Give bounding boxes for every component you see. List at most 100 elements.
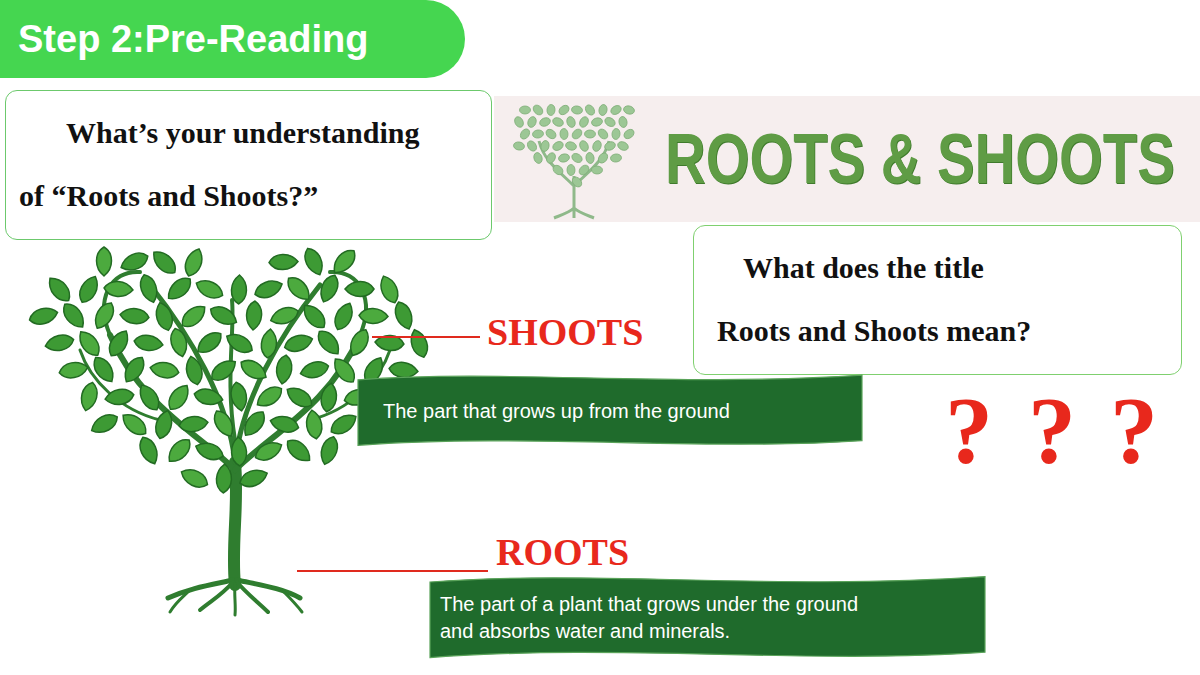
- logo-leaf: [545, 151, 557, 164]
- leaf: [97, 247, 112, 276]
- leaf: [346, 326, 373, 359]
- leaf: [164, 381, 193, 413]
- leaf: [377, 273, 402, 306]
- definition-text: The part of a plant that grows under the…: [440, 591, 875, 645]
- logo-leaf: [567, 164, 575, 175]
- leaf: [253, 382, 285, 411]
- leaf: [229, 381, 249, 412]
- title-band: ROOTS & SHOOTS: [494, 96, 1200, 222]
- leaf: [104, 280, 134, 297]
- logo-leaf: [571, 105, 583, 114]
- logo-leaf: [596, 127, 609, 141]
- leader-line: [372, 336, 480, 338]
- leaf: [120, 353, 148, 385]
- logo-leaf: [610, 153, 622, 162]
- leaf: [149, 360, 180, 380]
- part-label: ROOTS: [496, 532, 629, 574]
- logo-leaf: [570, 127, 583, 140]
- logo-leaf: [544, 127, 558, 140]
- logo-leaf: [577, 163, 590, 176]
- leaf: [136, 434, 161, 467]
- logo-leaf: [585, 152, 595, 164]
- logo-leaf: [531, 103, 544, 117]
- logo-leaf: [570, 152, 584, 165]
- question-text: What does the title Roots and Shoots mea…: [717, 236, 1047, 362]
- step-banner: Step 2:Pre-Reading: [0, 0, 465, 78]
- band-title: ROOTS & SHOOTS: [665, 119, 1175, 199]
- question-box: What does the title Roots and Shoots mea…: [693, 225, 1182, 375]
- definition-ribbon: The part that grows up from the ground: [358, 372, 862, 450]
- logo-tree: [504, 96, 644, 222]
- leaf: [193, 387, 224, 408]
- leader-line: [297, 570, 488, 572]
- leaf: [260, 328, 278, 358]
- tree-trunk: [80, 272, 390, 585]
- leaf: [178, 301, 210, 331]
- leaf: [168, 327, 190, 359]
- leaf: [216, 464, 232, 494]
- leaf: [299, 301, 330, 333]
- definition-ribbon: The part of a plant that grows under the…: [430, 573, 985, 663]
- logo-leaf: [603, 116, 617, 129]
- leaf: [133, 333, 164, 352]
- leaf: [88, 410, 121, 437]
- logo-leaf: [591, 139, 602, 152]
- leaf: [184, 355, 205, 387]
- logo-leaf: [584, 130, 595, 138]
- leaf: [58, 360, 89, 380]
- leaf: [44, 332, 76, 353]
- logo-leaf: [513, 141, 525, 151]
- logo-leaf: [591, 166, 602, 174]
- question-text: What’s your understanding of “Roots and …: [19, 101, 436, 227]
- leaf: [118, 249, 151, 274]
- leaf: [193, 276, 226, 302]
- leaf: [283, 383, 315, 411]
- logo-leaf: [612, 128, 621, 140]
- leaf: [269, 413, 301, 435]
- logo-leaf: [603, 140, 616, 152]
- leaf: [240, 408, 269, 440]
- leaf: [178, 465, 211, 491]
- leaf: [392, 299, 416, 331]
- logo-leaf: [609, 104, 623, 117]
- leaf: [359, 308, 389, 324]
- logo-leaf: [578, 115, 590, 128]
- question-mark: ?: [1110, 378, 1158, 484]
- logo-leaf: [596, 151, 609, 165]
- leaf: [118, 409, 150, 439]
- leaf: [153, 300, 176, 332]
- logo-leaf: [584, 103, 597, 117]
- leaf: [269, 254, 299, 270]
- leaf: [44, 273, 74, 305]
- leaf: [193, 328, 225, 358]
- ribbon-outline: [430, 577, 985, 658]
- leaf: [182, 246, 206, 278]
- logo-leaf: [565, 141, 578, 152]
- ribbon-shape: [430, 573, 985, 663]
- leaf: [282, 332, 314, 355]
- leaf: [164, 435, 195, 466]
- logo-trunk: [539, 141, 609, 218]
- logo-leaf: [598, 104, 608, 116]
- logo-leaf: [532, 152, 543, 165]
- leaf: [231, 437, 247, 467]
- logo-leaf: [578, 139, 590, 152]
- leaf: [104, 387, 135, 406]
- logo-leaf: [557, 103, 571, 116]
- leaf: [78, 381, 100, 413]
- logo-leaf: [526, 115, 537, 128]
- leaf: [153, 408, 175, 440]
- leaf: [89, 353, 118, 385]
- logo-leaf: [540, 140, 550, 153]
- leaf: [75, 327, 104, 359]
- tree-roots: [168, 580, 302, 615]
- leaf: [164, 273, 196, 304]
- leaf: [301, 245, 327, 278]
- logo-leaf: [560, 128, 569, 139]
- question-box: What’s your understanding of “Roots and …: [5, 90, 492, 240]
- leaf: [237, 356, 270, 384]
- leaf: [193, 439, 225, 463]
- logo-leaf: [538, 116, 551, 128]
- question-mark: ?: [945, 378, 993, 484]
- logo-leaf: [565, 115, 576, 128]
